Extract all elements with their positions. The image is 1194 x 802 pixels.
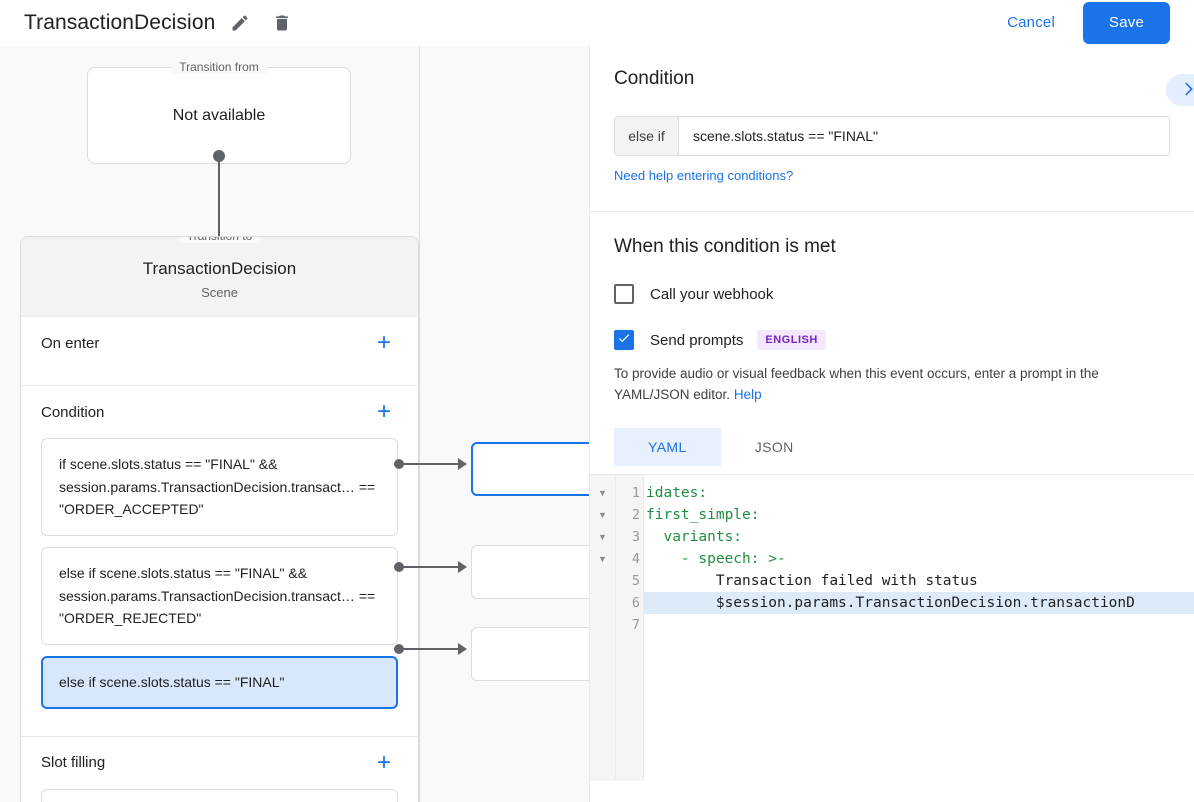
code-line: idates: bbox=[646, 484, 708, 501]
chevron-right-icon bbox=[1178, 79, 1194, 102]
condition-input-row: else if bbox=[614, 116, 1170, 156]
edge-dot bbox=[394, 644, 404, 654]
scene-title: TransactionDecision bbox=[142, 259, 297, 278]
fold-toggle-icon[interactable]: ▼ bbox=[598, 487, 607, 498]
transition-from-value: Not available bbox=[172, 106, 266, 124]
checkmark-icon bbox=[617, 331, 631, 350]
scene-subtitle: Scene bbox=[201, 285, 238, 300]
delete-button[interactable] bbox=[265, 6, 299, 40]
edge-line bbox=[403, 648, 465, 650]
top-bar: TransactionDecision Cancel Save bbox=[0, 0, 1194, 46]
send-prompts-label: Send prompts bbox=[650, 331, 744, 349]
section-slot-filling: Slot filling + Slot validation bbox=[21, 737, 418, 802]
save-button[interactable]: Save bbox=[1083, 1, 1170, 44]
line-number: 6 bbox=[631, 594, 640, 611]
when-condition-met-section: When this condition is met Call your web… bbox=[590, 212, 1194, 466]
condition-item-selected[interactable]: else if scene.slots.status == "FINAL" bbox=[41, 656, 398, 709]
cancel-button[interactable]: Cancel bbox=[993, 6, 1069, 39]
target-node-accepted[interactable] bbox=[471, 442, 589, 496]
code-line bbox=[644, 614, 1194, 636]
section-title-condition: Condition bbox=[41, 403, 105, 421]
target-node-final[interactable] bbox=[471, 627, 589, 681]
condition-prefix-label: else if bbox=[615, 117, 679, 155]
section-on-enter: On enter + bbox=[21, 317, 418, 386]
add-slot-filling-button[interactable]: + bbox=[370, 749, 398, 777]
condition-expression-input[interactable] bbox=[679, 117, 1169, 155]
call-webhook-row: Call your webhook bbox=[614, 284, 1170, 304]
editor-fold-gutter: ▼ ▼ ▼ ▼ bbox=[590, 474, 616, 781]
section-title-on-enter: On enter bbox=[41, 334, 100, 352]
fold-toggle-icon[interactable]: ▼ bbox=[598, 553, 607, 564]
call-webhook-label: Call your webhook bbox=[650, 285, 774, 303]
code-line: Transaction failed with status bbox=[646, 572, 978, 589]
when-condition-met-title: When this condition is met bbox=[614, 236, 836, 257]
edge-dot bbox=[394, 562, 404, 572]
condition-panel-title: Condition bbox=[614, 68, 695, 89]
expand-panel-button[interactable] bbox=[1166, 74, 1194, 106]
slot-validation-item[interactable]: Slot validation bbox=[41, 788, 398, 802]
transition-from-card: Transition from Not available bbox=[87, 60, 351, 164]
fold-spacer bbox=[590, 592, 615, 614]
send-prompts-checkbox[interactable] bbox=[614, 330, 634, 350]
edge-arrowhead bbox=[458, 643, 467, 655]
editor-format-tabs: YAML JSON bbox=[614, 427, 1170, 466]
line-number: 3 bbox=[631, 528, 640, 545]
edge-line bbox=[403, 566, 465, 568]
help-link[interactable]: Help bbox=[733, 386, 762, 402]
edge-arrowhead bbox=[458, 561, 467, 573]
transition-from-legend: Transition from bbox=[171, 60, 267, 74]
condition-section: Condition else if Need help entering con… bbox=[590, 46, 1194, 212]
scene-header: TransactionDecision Scene bbox=[21, 237, 418, 317]
call-webhook-checkbox[interactable] bbox=[614, 284, 634, 304]
editor-code-area[interactable]: idates: first_simple: variants: - speech… bbox=[644, 475, 1194, 781]
code-line: first_simple: bbox=[646, 506, 760, 523]
pencil-icon bbox=[230, 13, 250, 33]
fold-spacer bbox=[590, 570, 615, 592]
prompts-description-text: To provide audio or visual feedback when… bbox=[614, 366, 1099, 402]
prompts-description: To provide audio or visual feedback when… bbox=[614, 364, 1170, 406]
send-prompts-row: Send prompts ENGLISH bbox=[614, 330, 1170, 350]
editor-line-numbers: 1 2 3 4 5 6 7 bbox=[616, 474, 644, 781]
edge-line bbox=[403, 463, 465, 465]
code-editor[interactable]: ▼ ▼ ▼ ▼ 1 2 3 4 5 6 7 idates: first_simp… bbox=[590, 473, 1194, 781]
page-title: TransactionDecision bbox=[24, 10, 216, 34]
need-help-conditions-link[interactable]: Need help entering conditions? bbox=[614, 168, 794, 183]
tab-yaml[interactable]: YAML bbox=[614, 427, 721, 466]
edge-arrowhead bbox=[458, 458, 467, 470]
line-number: 7 bbox=[631, 616, 640, 633]
section-condition: Condition + if scene.slots.status == "FI… bbox=[21, 386, 418, 737]
edge-dot bbox=[394, 459, 404, 469]
canvas-guide-line bbox=[419, 46, 420, 802]
fold-spacer bbox=[590, 614, 615, 636]
section-header-on-enter: On enter + bbox=[41, 317, 398, 369]
condition-item[interactable]: if scene.slots.status == "FINAL" && sess… bbox=[41, 438, 398, 537]
code-line-highlighted: $session.params.TransactionDecision.tran… bbox=[644, 591, 1194, 614]
line-number: 4 bbox=[631, 550, 640, 567]
transition-to-card: Transition to TransactionDecision Scene … bbox=[20, 236, 419, 802]
edit-name-button[interactable] bbox=[223, 6, 257, 40]
add-condition-button[interactable]: + bbox=[370, 398, 398, 426]
section-title-slot-filling: Slot filling bbox=[41, 754, 106, 772]
condition-item[interactable]: else if scene.slots.status == "FINAL" &&… bbox=[41, 547, 398, 646]
code-line: variants: bbox=[646, 528, 743, 545]
fold-toggle-icon[interactable]: ▼ bbox=[598, 531, 607, 542]
details-panel: Condition else if Need help entering con… bbox=[589, 46, 1194, 802]
code-line: - speech: >- bbox=[646, 550, 786, 567]
section-header-condition: Condition + bbox=[41, 386, 398, 438]
scene-canvas[interactable]: Transition from Not available Transition… bbox=[0, 46, 589, 802]
trash-icon bbox=[272, 13, 292, 33]
target-node-rejected[interactable] bbox=[471, 545, 589, 599]
line-number: 5 bbox=[631, 572, 640, 589]
language-badge: ENGLISH bbox=[757, 330, 826, 350]
connector-line-vertical bbox=[218, 154, 220, 266]
line-number: 1 bbox=[631, 484, 640, 501]
line-number: 2 bbox=[631, 506, 640, 523]
tab-json[interactable]: JSON bbox=[721, 428, 828, 466]
fold-toggle-icon[interactable]: ▼ bbox=[598, 509, 607, 520]
transition-to-legend: Transition to bbox=[178, 237, 261, 243]
section-header-slot-filling: Slot filling + bbox=[41, 737, 398, 789]
add-on-enter-button[interactable]: + bbox=[370, 329, 398, 357]
